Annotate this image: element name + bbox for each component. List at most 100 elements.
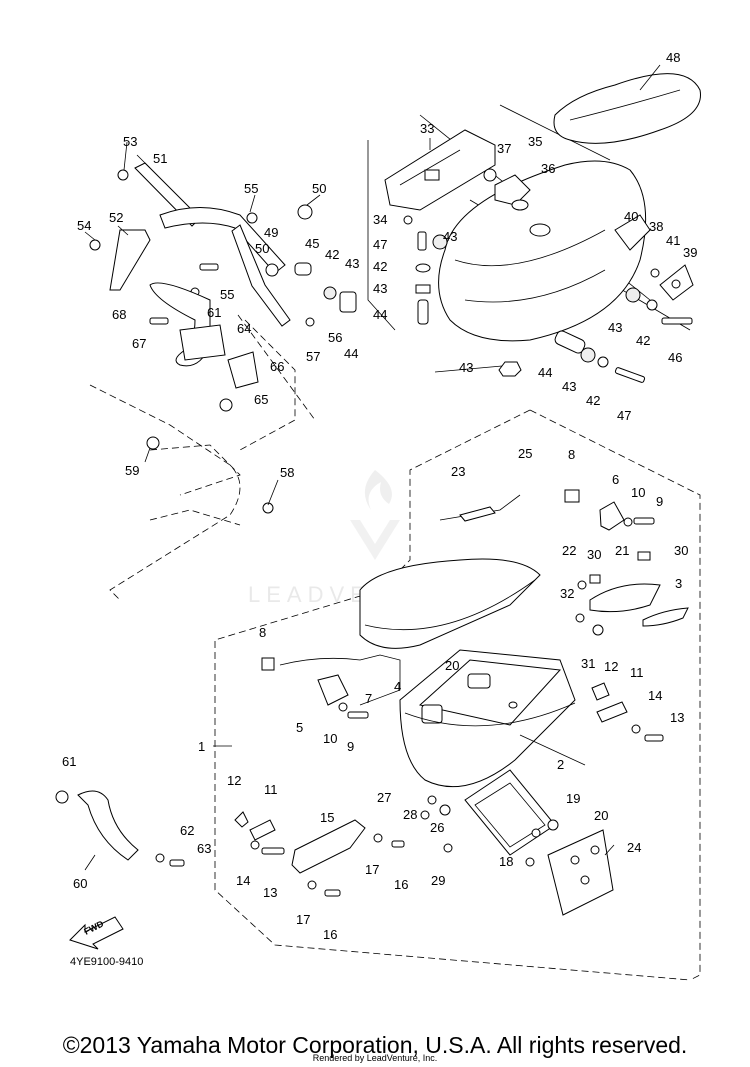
callout-45: 45	[305, 236, 319, 251]
callout-9b: 9	[347, 739, 354, 754]
grommet-stack-right	[403, 215, 693, 383]
callout-23: 23	[451, 464, 465, 479]
callout-30b: 30	[674, 543, 688, 558]
saddlebag-lid	[359, 558, 541, 649]
side-guard	[55, 790, 185, 867]
callout-62: 62	[180, 823, 194, 838]
callout-15: 15	[320, 810, 334, 825]
callout-17b: 17	[296, 912, 310, 927]
callout-12a: 12	[604, 659, 618, 674]
callout-49: 49	[264, 225, 278, 240]
callout-7: 7	[365, 691, 372, 706]
callout-5: 5	[296, 720, 303, 735]
callout-60: 60	[73, 876, 87, 891]
callout-47b: 47	[617, 408, 631, 423]
mounting-stays	[89, 162, 357, 327]
callout-27: 27	[377, 790, 391, 805]
leader-lines	[84, 64, 661, 871]
callout-26: 26	[430, 820, 444, 835]
callout-8a: 8	[568, 447, 575, 462]
callout-4: 4	[394, 679, 401, 694]
callout-55b: 55	[220, 287, 234, 302]
callout-10b: 10	[323, 731, 337, 746]
callout-6: 6	[612, 472, 619, 487]
callout-3: 3	[675, 576, 682, 591]
callout-30a: 30	[587, 547, 601, 562]
callout-16b: 16	[323, 927, 337, 942]
saddlebag-shell	[438, 160, 647, 342]
callout-39: 39	[683, 245, 697, 260]
callout-22: 22	[562, 543, 576, 558]
fwd-arrow-icon: FWD	[69, 916, 124, 950]
callout-40: 40	[624, 209, 638, 224]
callout-44a: 44	[373, 307, 387, 322]
callout-34: 34	[373, 212, 387, 227]
callout-42c: 42	[586, 393, 600, 408]
callout-20a: 20	[445, 658, 459, 673]
callout-11a: 11	[630, 665, 644, 680]
callout-1: 1	[198, 739, 205, 754]
callout-14b: 14	[236, 873, 250, 888]
callout-66: 66	[270, 359, 284, 374]
callout-43c: 43	[608, 320, 622, 335]
callout-28: 28	[403, 807, 417, 822]
callout-42b: 42	[636, 333, 650, 348]
callout-32: 32	[560, 586, 574, 601]
latch-assembly	[483, 168, 531, 211]
callout-51: 51	[153, 151, 167, 166]
callout-41: 41	[666, 233, 680, 248]
callout-61b: 61	[62, 754, 76, 769]
callout-44b: 44	[538, 365, 552, 380]
callout-64: 64	[237, 321, 251, 336]
rendered-by-notice: Rendered by LeadVenture, Inc.	[312, 1053, 438, 1063]
copyright-notice: ©2013 Yamaha Motor Corporation, U.S.A. A…	[62, 1032, 688, 1058]
callout-56: 56	[328, 330, 342, 345]
callout-50b: 50	[255, 241, 269, 256]
callout-35: 35	[528, 134, 542, 149]
callout-42a: 42	[373, 259, 387, 274]
callout-59: 59	[125, 463, 139, 478]
callout-67: 67	[132, 336, 146, 351]
callout-21: 21	[615, 543, 629, 558]
callout-9a: 9	[656, 494, 663, 509]
callout-43f: 43	[345, 256, 359, 271]
callout-50a: 50	[312, 181, 326, 196]
callout-24: 24	[627, 840, 641, 855]
callout-52: 52	[109, 210, 123, 225]
frame-dashed	[89, 384, 274, 601]
callout-18: 18	[499, 854, 513, 869]
hinge-brackets	[614, 214, 694, 301]
mounting-plate	[420, 769, 614, 916]
callout-20b: 20	[594, 808, 608, 823]
callout-8b: 8	[259, 625, 266, 640]
callout-42d: 42	[325, 247, 339, 262]
callout-2: 2	[557, 757, 564, 772]
callout-36: 36	[541, 161, 555, 176]
callout-65: 65	[254, 392, 268, 407]
callout-14a: 14	[648, 688, 662, 703]
callout-43a: 43	[443, 229, 457, 244]
callout-38: 38	[649, 219, 663, 234]
callout-13b: 13	[263, 885, 277, 900]
saddlebag-body	[399, 649, 576, 788]
callout-37: 37	[497, 141, 511, 156]
latch-hardware	[261, 489, 689, 742]
callout-68: 68	[112, 307, 126, 322]
lower-hinge	[234, 811, 405, 897]
callout-53: 53	[123, 134, 137, 149]
callout-61a: 61	[207, 305, 221, 320]
part-code: 4YE9100-9410	[70, 956, 143, 968]
guard-rail-upper	[149, 282, 259, 412]
callout-12b: 12	[227, 773, 241, 788]
callout-numbers: 48 33 37 35 36 40 38 41 39 34 47 43 42 4…	[62, 50, 697, 942]
callout-54: 54	[77, 218, 91, 233]
callout-44c: 44	[344, 346, 358, 361]
callout-19: 19	[566, 791, 580, 806]
callout-33: 33	[420, 121, 434, 136]
callout-47a: 47	[373, 237, 387, 252]
callout-11b: 11	[264, 782, 278, 797]
callout-46: 46	[668, 350, 682, 365]
callout-13a: 13	[670, 710, 684, 725]
callout-55a: 55	[244, 181, 258, 196]
